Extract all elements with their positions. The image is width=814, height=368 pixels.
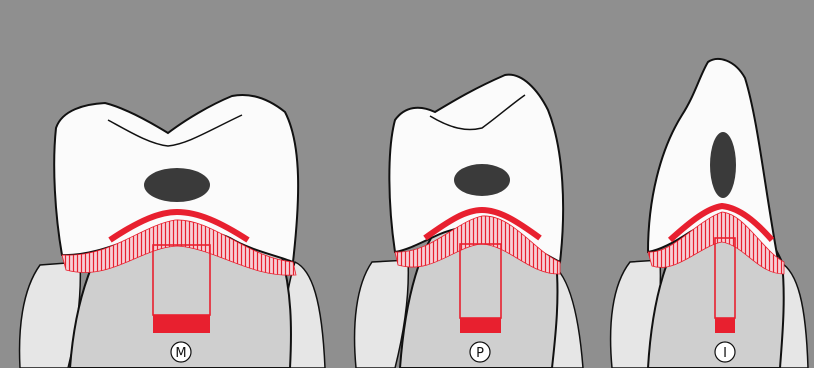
premolar-pulp-chamber bbox=[454, 164, 510, 196]
molar-label: M bbox=[175, 346, 186, 361]
incisor-label: I bbox=[723, 346, 727, 361]
premolar-indicator-bar bbox=[460, 318, 501, 333]
premolar-label: P bbox=[476, 346, 484, 361]
incisor-pulp-chamber bbox=[710, 132, 736, 198]
molar-pulp-chamber bbox=[144, 168, 210, 202]
molar-diagram: M bbox=[20, 95, 325, 368]
molar-indicator-bar bbox=[153, 315, 210, 333]
incisor-indicator-bar bbox=[715, 318, 735, 333]
